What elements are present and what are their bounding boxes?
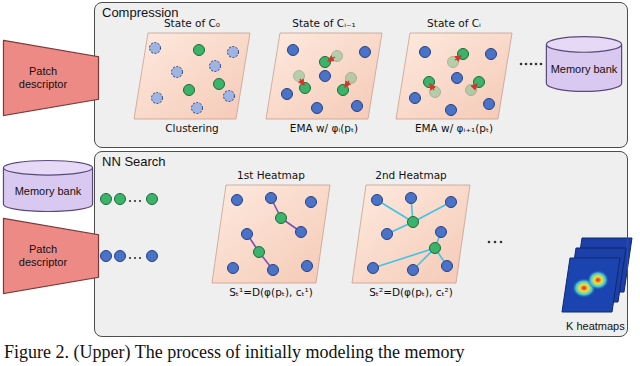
memory-cylinder: Memory bank bbox=[3, 160, 93, 212]
scatter-plot bbox=[351, 184, 471, 284]
centroid-row bbox=[101, 194, 158, 205]
heatmap-stack bbox=[562, 238, 632, 312]
scatter-plot bbox=[133, 32, 251, 120]
memory-cylinder: Memory bank bbox=[546, 36, 622, 92]
node-label: Memory bank bbox=[15, 185, 82, 198]
node-caption: Sₜ²=D(φ(pₜ), cₜ²) bbox=[369, 285, 453, 300]
panel-heading: NN Search bbox=[95, 152, 627, 171]
node-label: State of C₀ bbox=[164, 16, 220, 31]
scatter-plot bbox=[211, 184, 331, 284]
node-label: Patch descriptor bbox=[12, 65, 74, 91]
encoder-trapezoid: Patch descriptor bbox=[3, 40, 99, 116]
panel-fill bbox=[95, 3, 628, 148]
cluster-state: State of Cᵢ EMA w/ φᵢ₊₁(pₜ) bbox=[390, 16, 518, 144]
stack-label: K heatmaps bbox=[566, 320, 625, 333]
cluster-state: State of C₀ Clustering bbox=[128, 16, 256, 144]
node-label: Memory bank bbox=[551, 63, 618, 76]
panel-fill bbox=[95, 152, 628, 337]
panel: CompressionState of C₀ClusteringState of… bbox=[94, 2, 628, 148]
cluster-state: State of Cᵢ₋₁ EMA w/ φᵢ(pₜ) bbox=[260, 16, 388, 144]
node-caption: EMA w/ φᵢ(pₜ) bbox=[290, 121, 358, 136]
node-caption: EMA w/ φᵢ₊₁(pₜ) bbox=[415, 121, 493, 136]
node-label: State of Cᵢ bbox=[427, 16, 481, 31]
heatmap-state: 2nd HeatmapSₜ²=D(φ(pₜ), cₜ²) bbox=[344, 168, 478, 302]
node-caption: Clustering bbox=[165, 121, 219, 136]
scatter-plot bbox=[265, 32, 383, 120]
node-label: State of Cᵢ₋₁ bbox=[292, 16, 356, 31]
node-label: Patch descriptor bbox=[12, 243, 74, 269]
figure-caption: Figure 2. (Upper) The process of initial… bbox=[4, 342, 465, 362]
node-label: 1st Heatmap bbox=[237, 168, 305, 183]
panel: NN Search1st HeatmapSₜ¹=D(φ(pₜ), cₜ¹)2nd… bbox=[94, 151, 628, 337]
node-caption: Sₜ¹=D(φ(pₜ), cₜ¹) bbox=[229, 285, 313, 300]
heatmap-state: 1st HeatmapSₜ¹=D(φ(pₜ), cₜ¹) bbox=[204, 168, 338, 302]
node-label: 2nd Heatmap bbox=[375, 168, 447, 183]
encoder-trapezoid: Patch descriptor bbox=[3, 218, 99, 294]
feature-row bbox=[101, 251, 158, 262]
scatter-plot bbox=[395, 32, 513, 120]
